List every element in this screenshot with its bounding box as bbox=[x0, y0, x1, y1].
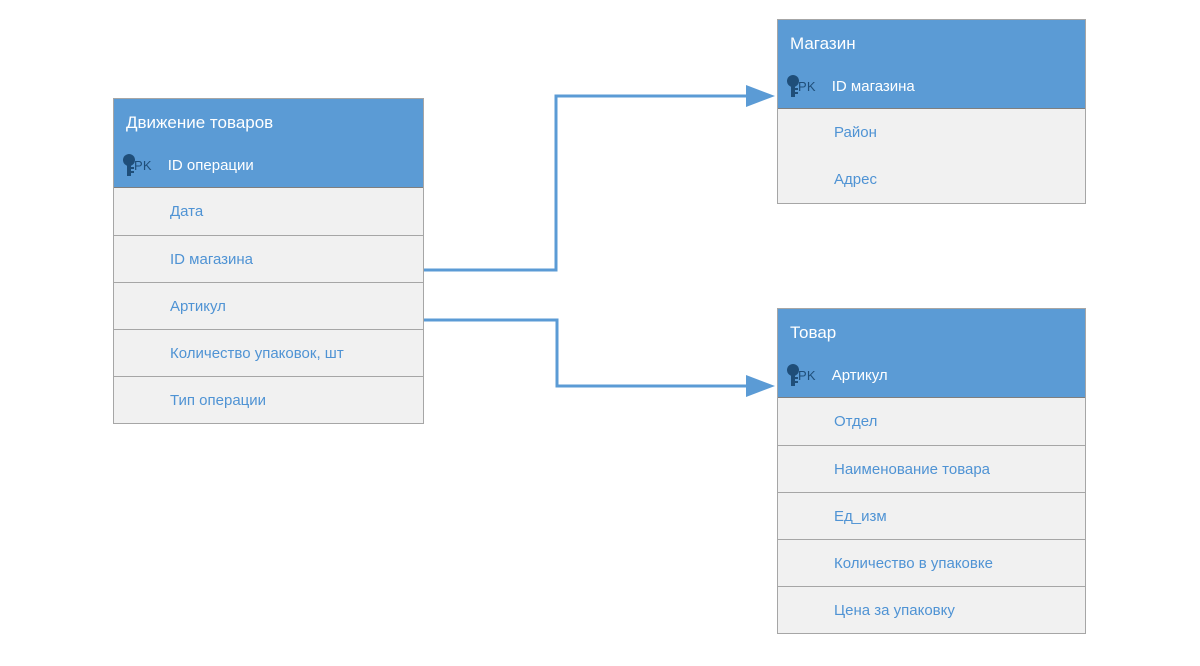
relationship-line-magazin bbox=[424, 94, 746, 272]
entity-title: Товар bbox=[790, 323, 837, 342]
attribute-row[interactable]: Ед_изм bbox=[778, 492, 1085, 539]
primary-key-row[interactable]: PK Артикул bbox=[778, 353, 1085, 397]
key-icon bbox=[787, 75, 799, 97]
attribute-row[interactable]: Наименование товара bbox=[778, 445, 1085, 492]
entity-table-tovar[interactable]: Товар PK Артикул Отдел Наименование това… bbox=[777, 308, 1086, 634]
relationship-arrowhead-magazin bbox=[746, 85, 775, 107]
attribute-row[interactable]: Район bbox=[778, 109, 1085, 156]
relationship-arrowhead-tovar bbox=[746, 375, 775, 397]
attribute-row[interactable]: Дата bbox=[114, 188, 423, 235]
attribute-row[interactable]: Адрес bbox=[778, 156, 1085, 203]
entity-header-magazin: Магазин PK ID магазина bbox=[778, 20, 1085, 109]
relationship-line-tovar bbox=[424, 318, 746, 388]
entity-title: Магазин bbox=[790, 34, 856, 53]
primary-key-name: ID магазина bbox=[831, 77, 915, 95]
entity-header-dvizhenie-tovarov: Движение товаров PK ID операции bbox=[114, 99, 423, 188]
attribute-row[interactable]: Количество в упаковке bbox=[778, 539, 1085, 586]
entity-title: Движение товаров bbox=[126, 113, 274, 132]
attribute-row[interactable]: Отдел bbox=[778, 398, 1085, 445]
primary-key-row[interactable]: PK ID магазина bbox=[778, 64, 1085, 108]
attribute-row[interactable]: ID магазина bbox=[114, 235, 423, 282]
entity-body-magazin: Район Адрес bbox=[778, 109, 1085, 203]
entity-table-magazin[interactable]: Магазин PK ID магазина Район Адрес bbox=[777, 19, 1086, 204]
primary-key-tag: PK bbox=[134, 157, 152, 173]
primary-key-name: ID операции bbox=[167, 156, 254, 174]
attribute-row[interactable]: Количество упаковок, шт bbox=[114, 329, 423, 376]
entity-header-tovar: Товар PK Артикул bbox=[778, 309, 1085, 398]
attribute-row[interactable]: Артикул bbox=[114, 282, 423, 329]
primary-key-name: Артикул bbox=[831, 366, 888, 384]
entity-body-dvizhenie-tovarov: Дата ID магазина Артикул Количество упак… bbox=[114, 188, 423, 423]
attribute-row[interactable]: Цена за упаковку bbox=[778, 586, 1085, 633]
primary-key-row[interactable]: PK ID операции bbox=[114, 143, 423, 187]
entity-body-tovar: Отдел Наименование товара Ед_изм Количес… bbox=[778, 398, 1085, 633]
attribute-row[interactable]: Тип операции bbox=[114, 376, 423, 423]
primary-key-tag: PK bbox=[798, 78, 816, 94]
entity-table-dvizhenie-tovarov[interactable]: Движение товаров PK ID операции Дата ID … bbox=[113, 98, 424, 424]
key-icon bbox=[123, 154, 135, 176]
primary-key-tag: PK bbox=[798, 367, 816, 383]
relationship-tovar bbox=[424, 318, 775, 397]
key-icon bbox=[787, 364, 799, 386]
relationship-magazin bbox=[424, 85, 775, 272]
